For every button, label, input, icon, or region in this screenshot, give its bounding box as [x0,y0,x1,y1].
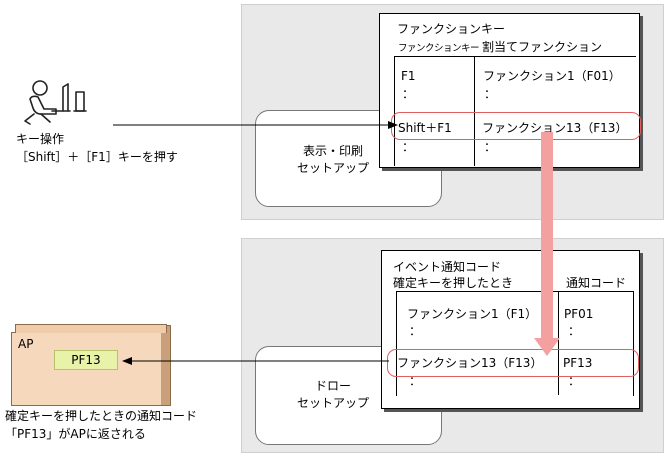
function-key-col-header: ファンクションキー [398,43,480,54]
print-setup-label-line1: 表示・印刷 [302,144,363,158]
event-row-1-func: ファンクション1（F1） [407,307,538,321]
ap-box-top [15,324,167,333]
event-table-frame [396,291,634,396]
function-key-table-top-line [394,56,636,57]
fkey-row-4-key: ： [402,140,415,154]
pf13-row-highlight [387,349,639,377]
key-operation-caption-line1: キー操作 [16,132,65,146]
event-row-3-code: PF13 [563,356,593,370]
mapping-big-arrow [534,132,560,356]
ap-label: AP [18,337,34,351]
function-key-table-divider [474,56,475,166]
fkey-row-3-func: ファンクション13（F13） [482,121,628,135]
print-setup-tab-label: 表示・印刷 セットアップ [283,143,383,177]
draw-setup-label-line2: セットアップ [296,396,369,410]
assigned-function-col-header: 割当てファンクション [482,40,603,54]
event-code-title-line2: 確定キーを押したとき [393,276,514,290]
ap-returned-code-text: PF13 [71,353,101,367]
print-setup-label-line2: セットアップ [296,161,369,175]
draw-setup-tab-label: ドロー セットアップ [283,378,383,412]
event-table-divider [558,291,559,395]
event-row-3-func: ファンクション13（F13） [397,356,543,370]
notify-code-col-header: 通知コード [566,276,627,290]
fkey-row-4-func: ： [484,140,497,154]
event-row-4-code: ： [568,374,581,388]
ap-caption-line2: 「PF13」がAPに返される [5,427,146,441]
event-row-4-func: ： [409,374,422,388]
event-row-1-code: PF01 [564,307,594,321]
fkey-row-1-func: ファンクション1（F01） [483,69,621,83]
fkey-row-2-key: ： [402,87,415,101]
fkey-row-2-func: ： [484,87,497,101]
key-operation-caption-line2: ［Shift］＋［F1］キーを押す [16,150,178,164]
function-key-card-title: ファンクションキー [397,22,506,36]
fkey-row-3-key: Shift＋F1 [398,121,452,135]
fkey-row-1-key: F1 [401,69,416,83]
person-at-computer-icon [24,80,87,125]
ap-caption-line1: 確定キーを押したときの通知コード [5,409,198,423]
draw-setup-label-line1: ドロー [314,379,351,393]
event-code-title-line1: イベント通知コード [393,260,502,274]
function-key-table-left-line [394,56,395,166]
event-row-2-code: ： [568,324,581,338]
event-row-2-func: ： [409,324,422,338]
function-key-card [379,13,640,168]
ap-returned-code: PF13 [54,350,118,370]
